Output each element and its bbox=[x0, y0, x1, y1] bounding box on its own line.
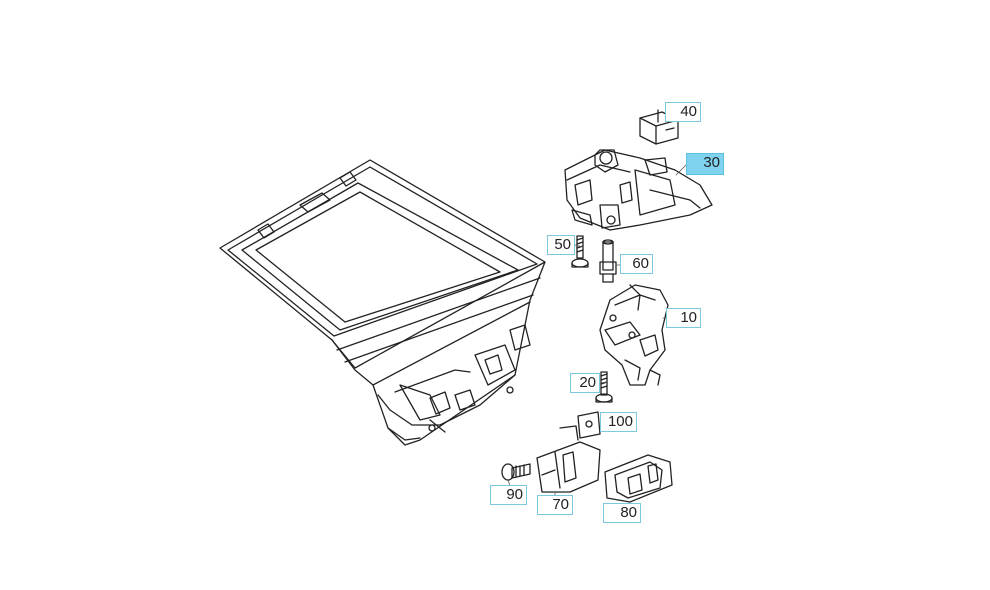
leader-lines bbox=[507, 113, 687, 505]
callout-90[interactable]: 90 bbox=[490, 485, 527, 505]
part-20-drawing bbox=[595, 371, 613, 403]
part-50-drawing bbox=[571, 235, 589, 268]
part-80-drawing bbox=[604, 454, 673, 503]
callout-10[interactable]: 10 bbox=[666, 308, 701, 328]
callout-50[interactable]: 50 bbox=[547, 235, 575, 255]
callout-100[interactable]: 100 bbox=[600, 412, 637, 432]
part-70-drawing bbox=[536, 425, 601, 493]
part-100-drawing bbox=[577, 411, 601, 439]
callout-20[interactable]: 20 bbox=[570, 373, 600, 393]
tailgate-drawing bbox=[219, 159, 546, 446]
callout-60[interactable]: 60 bbox=[620, 254, 653, 274]
callout-40[interactable]: 40 bbox=[665, 102, 701, 122]
callout-30[interactable]: 30 bbox=[686, 153, 724, 175]
part-60-drawing bbox=[599, 239, 617, 283]
part-10-drawing bbox=[599, 284, 669, 386]
callout-70[interactable]: 70 bbox=[537, 495, 573, 515]
callout-80[interactable]: 80 bbox=[603, 503, 641, 523]
part-40-drawing bbox=[639, 109, 679, 145]
part-90-drawing bbox=[501, 463, 531, 481]
part-30-drawing bbox=[564, 149, 713, 231]
